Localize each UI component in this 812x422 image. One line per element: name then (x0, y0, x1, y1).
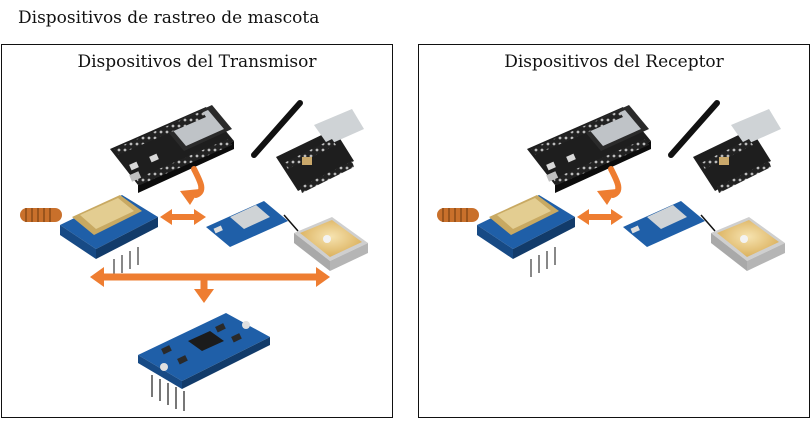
copper-coil-antenna-icon (20, 208, 62, 222)
arrow-module-gps (160, 209, 206, 225)
lora-board-icon (251, 100, 364, 193)
gps-antenna-icon (294, 217, 368, 271)
arrow-esp32-to-module (180, 166, 205, 205)
arrow-esp32-to-module (597, 166, 622, 205)
transmitter-panel: Dispositivos del Transmisor (1, 44, 393, 418)
gps-antenna-icon (711, 217, 785, 271)
copper-coil-antenna-icon (437, 208, 479, 222)
transmitter-panel-title: Dispositivos del Transmisor (77, 52, 317, 72)
receiver-diagram (437, 100, 785, 277)
lora-module-icon (20, 195, 158, 277)
gps-module-icon (623, 201, 716, 247)
lora-module-icon (437, 195, 575, 277)
imu-sensor-icon (138, 313, 270, 411)
receiver-panel: Dispositivos del Receptor (418, 44, 810, 418)
esp32-board-icon (527, 105, 651, 193)
receiver-panel-title: Dispositivos del Receptor (504, 52, 724, 72)
transmitter-diagram (20, 100, 368, 411)
arrow-bus (90, 267, 330, 303)
esp32-board-icon (110, 105, 234, 193)
gps-module-icon (206, 201, 299, 247)
page-title: Dispositivos de rastreo de mascota (18, 8, 320, 28)
arrow-module-gps (577, 209, 623, 225)
lora-board-icon (668, 100, 781, 193)
